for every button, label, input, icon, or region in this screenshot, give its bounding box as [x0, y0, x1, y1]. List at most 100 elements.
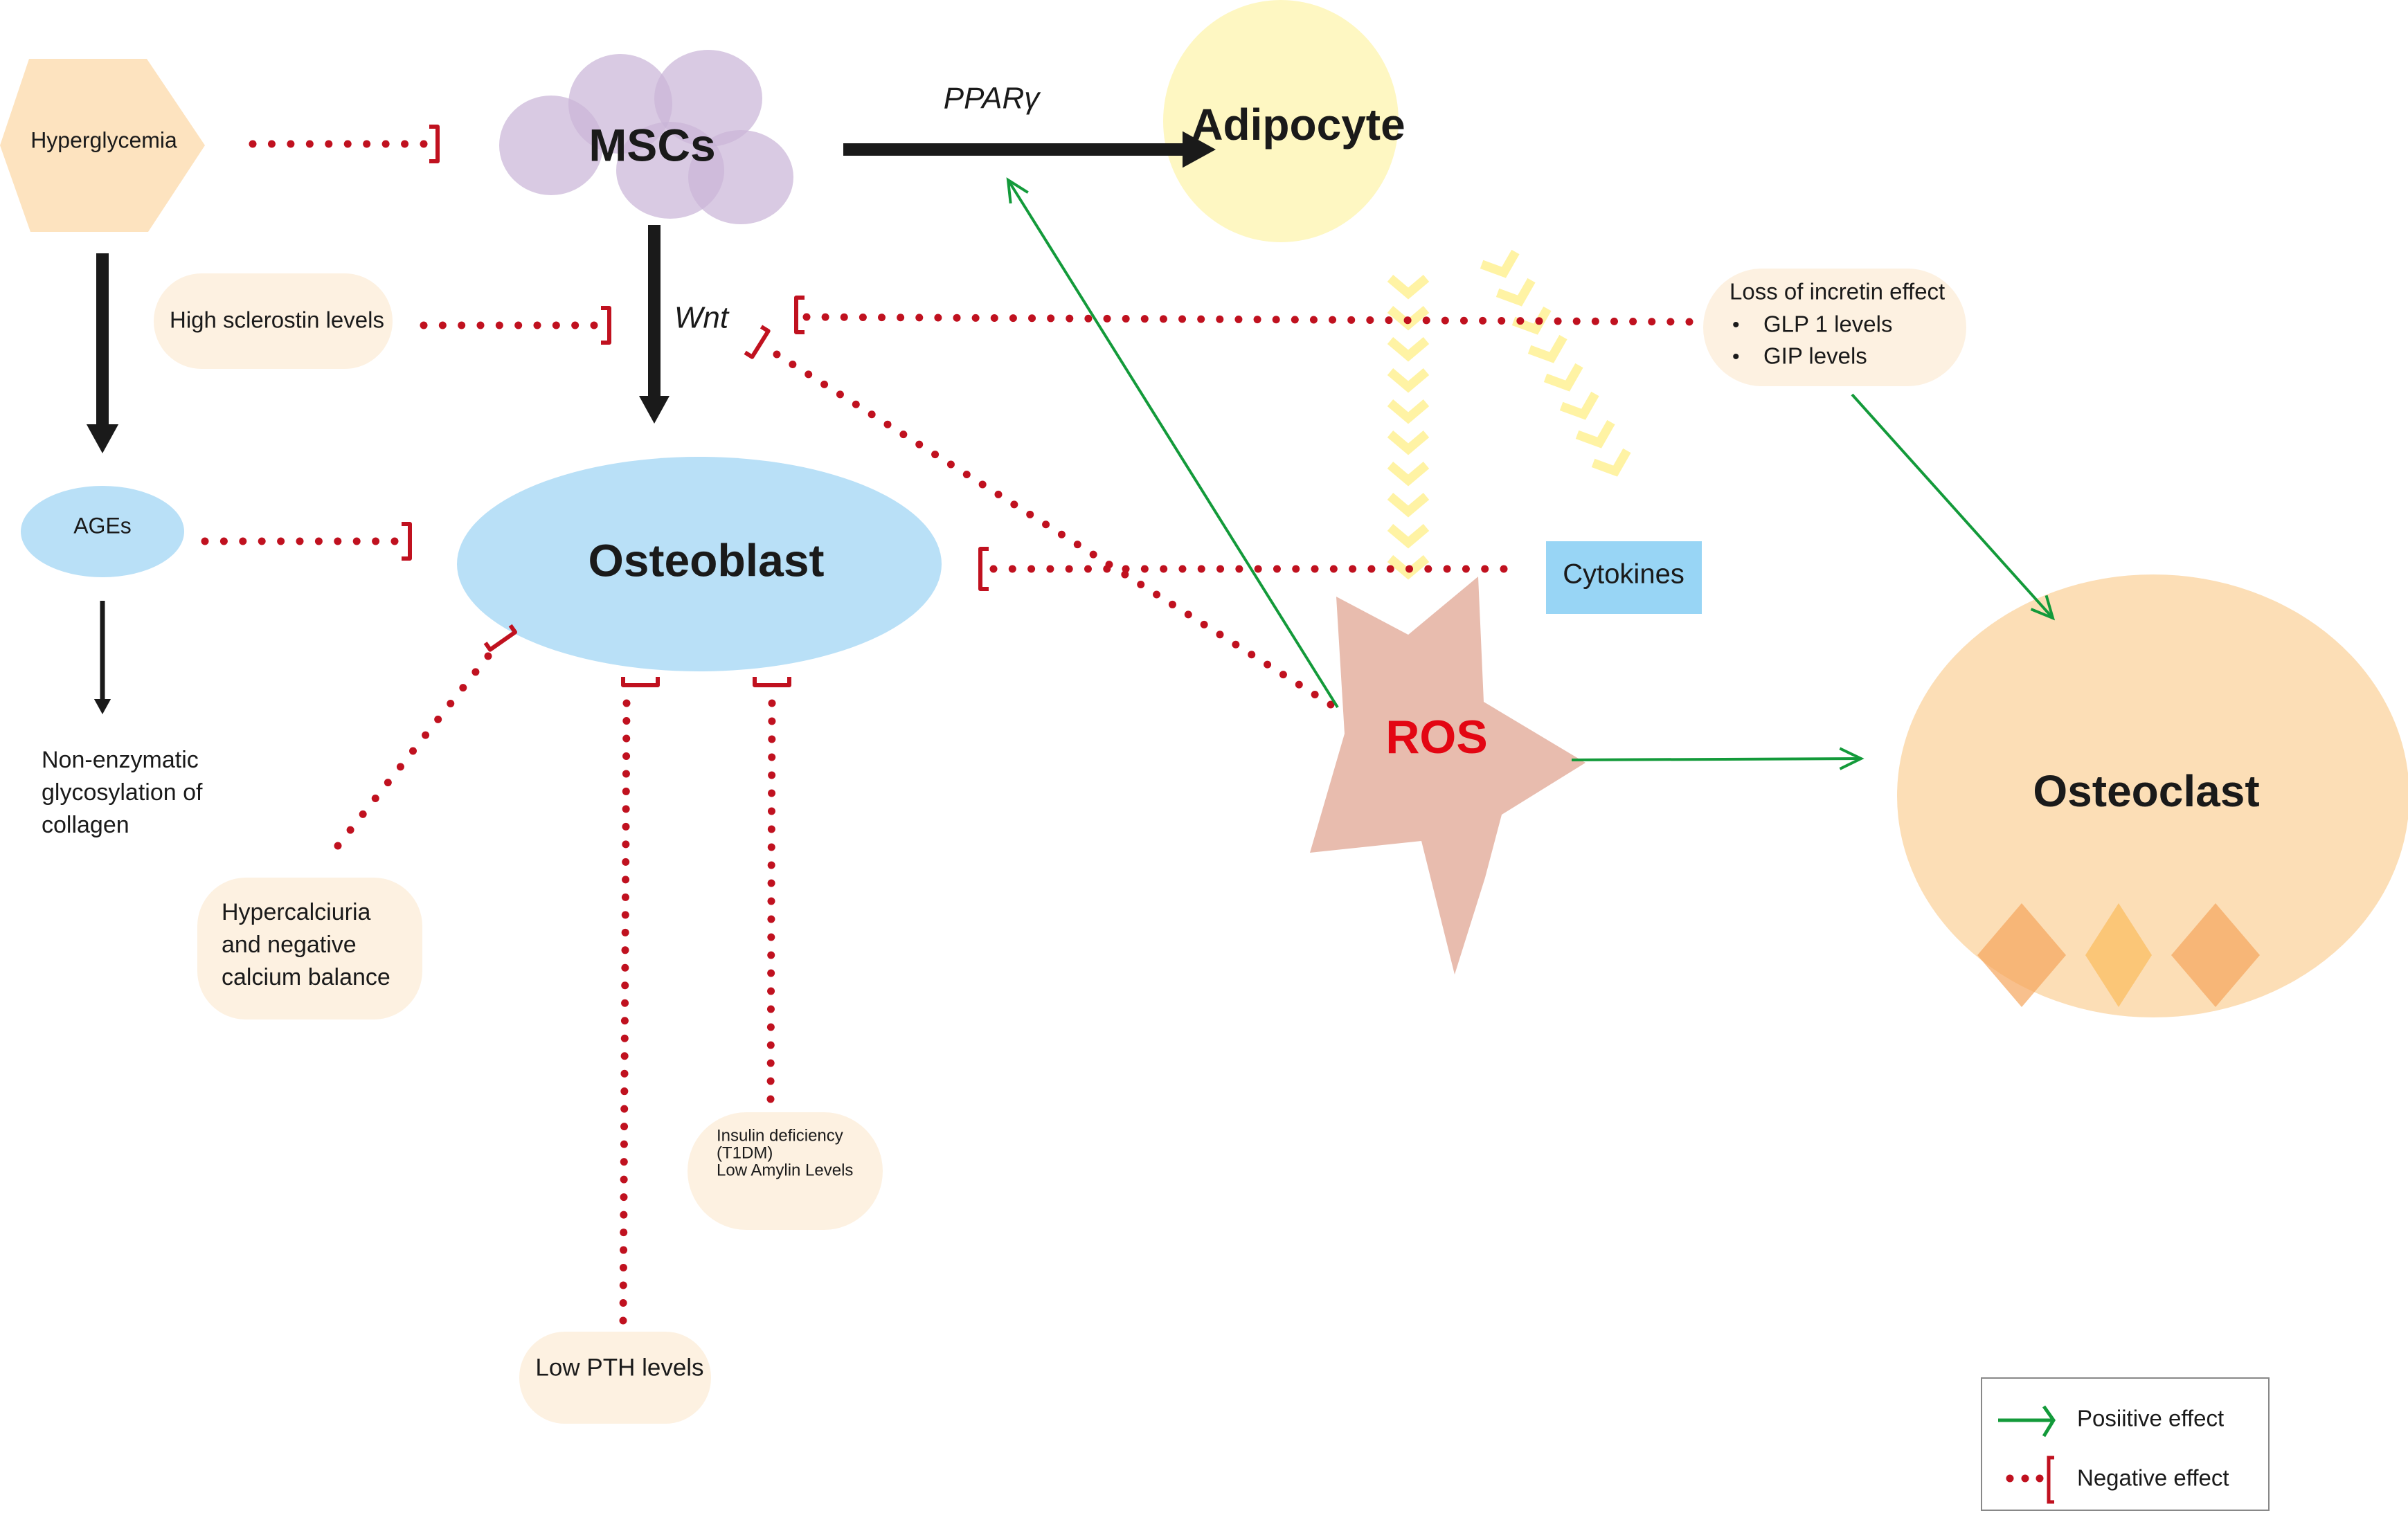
negative-dot: [401, 140, 409, 148]
negative-dot: [1329, 565, 1338, 573]
negative-dot: [620, 1246, 628, 1254]
negative-dot: [767, 861, 775, 869]
negative-dot: [1200, 620, 1208, 628]
legend-box: [1981, 1377, 2270, 1511]
negative-dot: [768, 771, 776, 779]
negative-dot: [836, 390, 844, 399]
negative-dot: [1047, 314, 1055, 323]
negative-dot: [1073, 541, 1081, 549]
negative-dot: [622, 876, 630, 884]
negative-dot: [620, 1069, 629, 1078]
negative-dot: [620, 1105, 629, 1113]
chevron-icon: [1575, 419, 1615, 449]
negative-dot: [1140, 565, 1149, 573]
negative-dot: [1216, 631, 1224, 639]
negative-dot: [239, 537, 247, 545]
negative-dot: [438, 321, 447, 329]
chevron-icon: [1387, 493, 1430, 518]
ages-label: AGEs: [73, 513, 132, 538]
wnt-label: Wnt: [674, 301, 730, 335]
negative-dot: [1264, 660, 1272, 669]
negative-dot: [1103, 314, 1111, 323]
negative-dot: [343, 140, 352, 148]
inhibit-bracket-icon: [753, 677, 791, 687]
negative-dot: [1666, 318, 1675, 326]
negative-dot: [552, 321, 560, 329]
positive-line: [1571, 757, 1862, 761]
negative-dot: [899, 431, 908, 439]
inhibit-bracket-icon: [402, 522, 412, 561]
negative-dot: [1253, 316, 1261, 324]
negative-dot: [768, 699, 776, 707]
negative-dot: [334, 842, 342, 850]
low-pth-pill: [519, 1332, 711, 1424]
negative-dot: [1292, 565, 1300, 573]
negative-dot: [1311, 691, 1319, 699]
negative-dot: [396, 763, 404, 771]
negative-dot: [622, 858, 630, 866]
chevron-icon: [1387, 524, 1430, 549]
negative-dot: [314, 537, 323, 545]
negative-dot: [859, 313, 867, 321]
negative-dot: [1103, 565, 1111, 573]
osteoblast-label: Osteoblast: [588, 534, 824, 586]
negative-dot: [946, 460, 955, 469]
negative-dot: [1535, 317, 1543, 325]
negative-dot: [767, 897, 775, 905]
negative-dot: [459, 684, 467, 692]
negative-dot: [621, 946, 629, 954]
negative-dot: [766, 1095, 775, 1103]
negative-dot: [258, 537, 266, 545]
negative-dot: [622, 716, 631, 725]
negative-dot: [1232, 640, 1240, 649]
ros-to-osteoclast-arrow: [1571, 747, 1865, 770]
negative-dot: [447, 700, 455, 707]
negative-dot: [1084, 314, 1093, 323]
negative-dot: [897, 314, 905, 322]
negative-dot: [989, 565, 998, 573]
negative-dot: [767, 807, 775, 815]
inhibit-bracket-icon: [429, 125, 440, 163]
negative-dot: [994, 490, 1003, 498]
hypercalciuria-line: and negative: [222, 932, 357, 958]
negative-dot: [325, 140, 333, 148]
negative-dot: [768, 753, 776, 761]
negative-dot: [1178, 315, 1187, 323]
negative-dot: [1248, 651, 1256, 659]
osteoclast-ruffle-diamond: [2171, 903, 2260, 1007]
negative-dot: [1122, 315, 1130, 323]
chevron-icon: [1559, 391, 1599, 420]
negative-dot: [1197, 315, 1205, 323]
negative-dot: [934, 314, 942, 322]
negative-dot: [789, 360, 797, 368]
osteoclast-cell: [1897, 574, 2408, 1017]
negative-dot: [1309, 316, 1318, 324]
negative-dot: [766, 1023, 775, 1031]
negative-dot: [767, 933, 775, 941]
negative-dot: [1216, 565, 1225, 573]
osteoblast-cell: [457, 457, 942, 671]
legend-negative-bracket-icon: [2047, 1456, 2054, 1504]
negative-dot: [620, 1034, 629, 1042]
negative-dot: [1046, 565, 1054, 573]
chevron-icon: [1387, 337, 1430, 362]
hypercalciuria-line: Hypercalciuria: [222, 899, 370, 925]
chevron-icon: [1591, 448, 1631, 477]
ppar-arrow: [843, 131, 1216, 168]
chevron-icon: [1387, 431, 1430, 455]
cytokines-label: Cytokines: [1563, 559, 1684, 590]
negative-dot: [620, 1052, 629, 1060]
negative-dot: [1385, 316, 1393, 325]
negative-dot: [422, 731, 430, 739]
negative-dot: [1159, 315, 1167, 323]
negative-dot: [1500, 565, 1508, 573]
legend-negative-dot: [2006, 1474, 2014, 1483]
arrowhead-icon: [2030, 595, 2056, 621]
negative-dot: [1089, 550, 1097, 559]
negative-dot: [1184, 610, 1192, 619]
negative-dot: [1462, 565, 1470, 573]
negative-dot: [978, 480, 987, 489]
negative-dot: [766, 1041, 775, 1049]
chevron-icon: [1543, 363, 1583, 392]
negative-dot: [1311, 565, 1319, 573]
